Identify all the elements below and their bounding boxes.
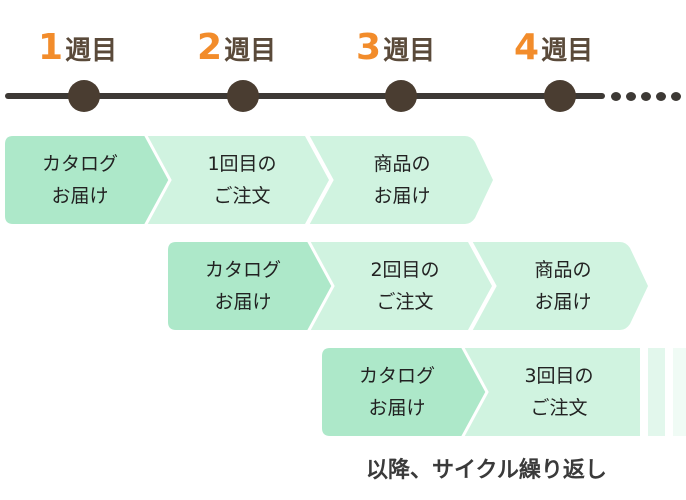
timeline-dot-week-2 [227, 80, 259, 112]
chevron-divider [144, 136, 172, 224]
row-3-shapes [322, 348, 640, 436]
step-product-delivery: 商品のお届け [373, 153, 431, 207]
week-number: 1 [38, 27, 64, 68]
timeline-dot-week-4 [544, 80, 576, 112]
step-order: 1回目のご注文 [207, 153, 277, 207]
chevron-divider [461, 348, 489, 436]
cycle-repeat-note: 以降、サイクル繰り返し [366, 458, 607, 483]
cycle-row-2: カタログお届け 2回目のご注文 商品のお届け [168, 242, 658, 330]
week-3-header: 3 週目 [356, 24, 435, 68]
step-catalog-delivery: カタログお届け [204, 259, 281, 313]
step-shape-order [145, 136, 329, 224]
week-number: 4 [514, 27, 540, 68]
timeline-dot-week-3 [385, 80, 417, 112]
row-1-shapes [5, 136, 493, 224]
week-label: 週目 [383, 36, 436, 66]
week-1-header: 1 週目 [38, 24, 117, 68]
step-shape-delivery [309, 136, 493, 224]
step-shape-catalog [168, 242, 332, 330]
step-shape-catalog [322, 348, 486, 436]
week-label: 週目 [224, 36, 277, 66]
step-shape-order [462, 348, 640, 436]
cycle-row-1: カタログお届け 1回目のご注文 商品のお届け [5, 136, 495, 224]
step-catalog-delivery: カタログお届け [358, 365, 435, 419]
timeline-dot-week-1 [68, 80, 100, 112]
step-shape-order [308, 242, 492, 330]
week-label: 週目 [65, 36, 118, 66]
row-2-shapes [168, 242, 648, 330]
step-order: 2回目のご注文 [370, 259, 440, 313]
chevron-divider [469, 242, 497, 330]
continuation-dot [641, 92, 651, 101]
step-shape-catalog [5, 136, 169, 224]
chevron-divider [307, 242, 335, 330]
continuation-dot [626, 92, 636, 101]
continuation-dot [656, 92, 666, 101]
step-order: 3回目のご注文 [524, 365, 594, 419]
chevron-divider [306, 136, 334, 224]
fade-strip [673, 348, 686, 436]
timeline-line [5, 93, 605, 99]
step-catalog-delivery: カタログお届け [41, 153, 118, 207]
week-number: 3 [356, 27, 382, 68]
continuation-dot [671, 92, 681, 101]
cycle-row-3: カタログお届け 3回目のご注文 [322, 348, 642, 436]
step-shape-delivery [472, 242, 648, 330]
week-2-header: 2 週目 [197, 24, 276, 68]
continuation-dot [611, 92, 621, 101]
week-label: 週目 [541, 36, 594, 66]
step-product-delivery: 商品のお届け [534, 259, 592, 313]
fade-strip [648, 348, 665, 436]
week-number: 2 [197, 27, 223, 68]
week-4-header: 4 週目 [514, 24, 593, 68]
